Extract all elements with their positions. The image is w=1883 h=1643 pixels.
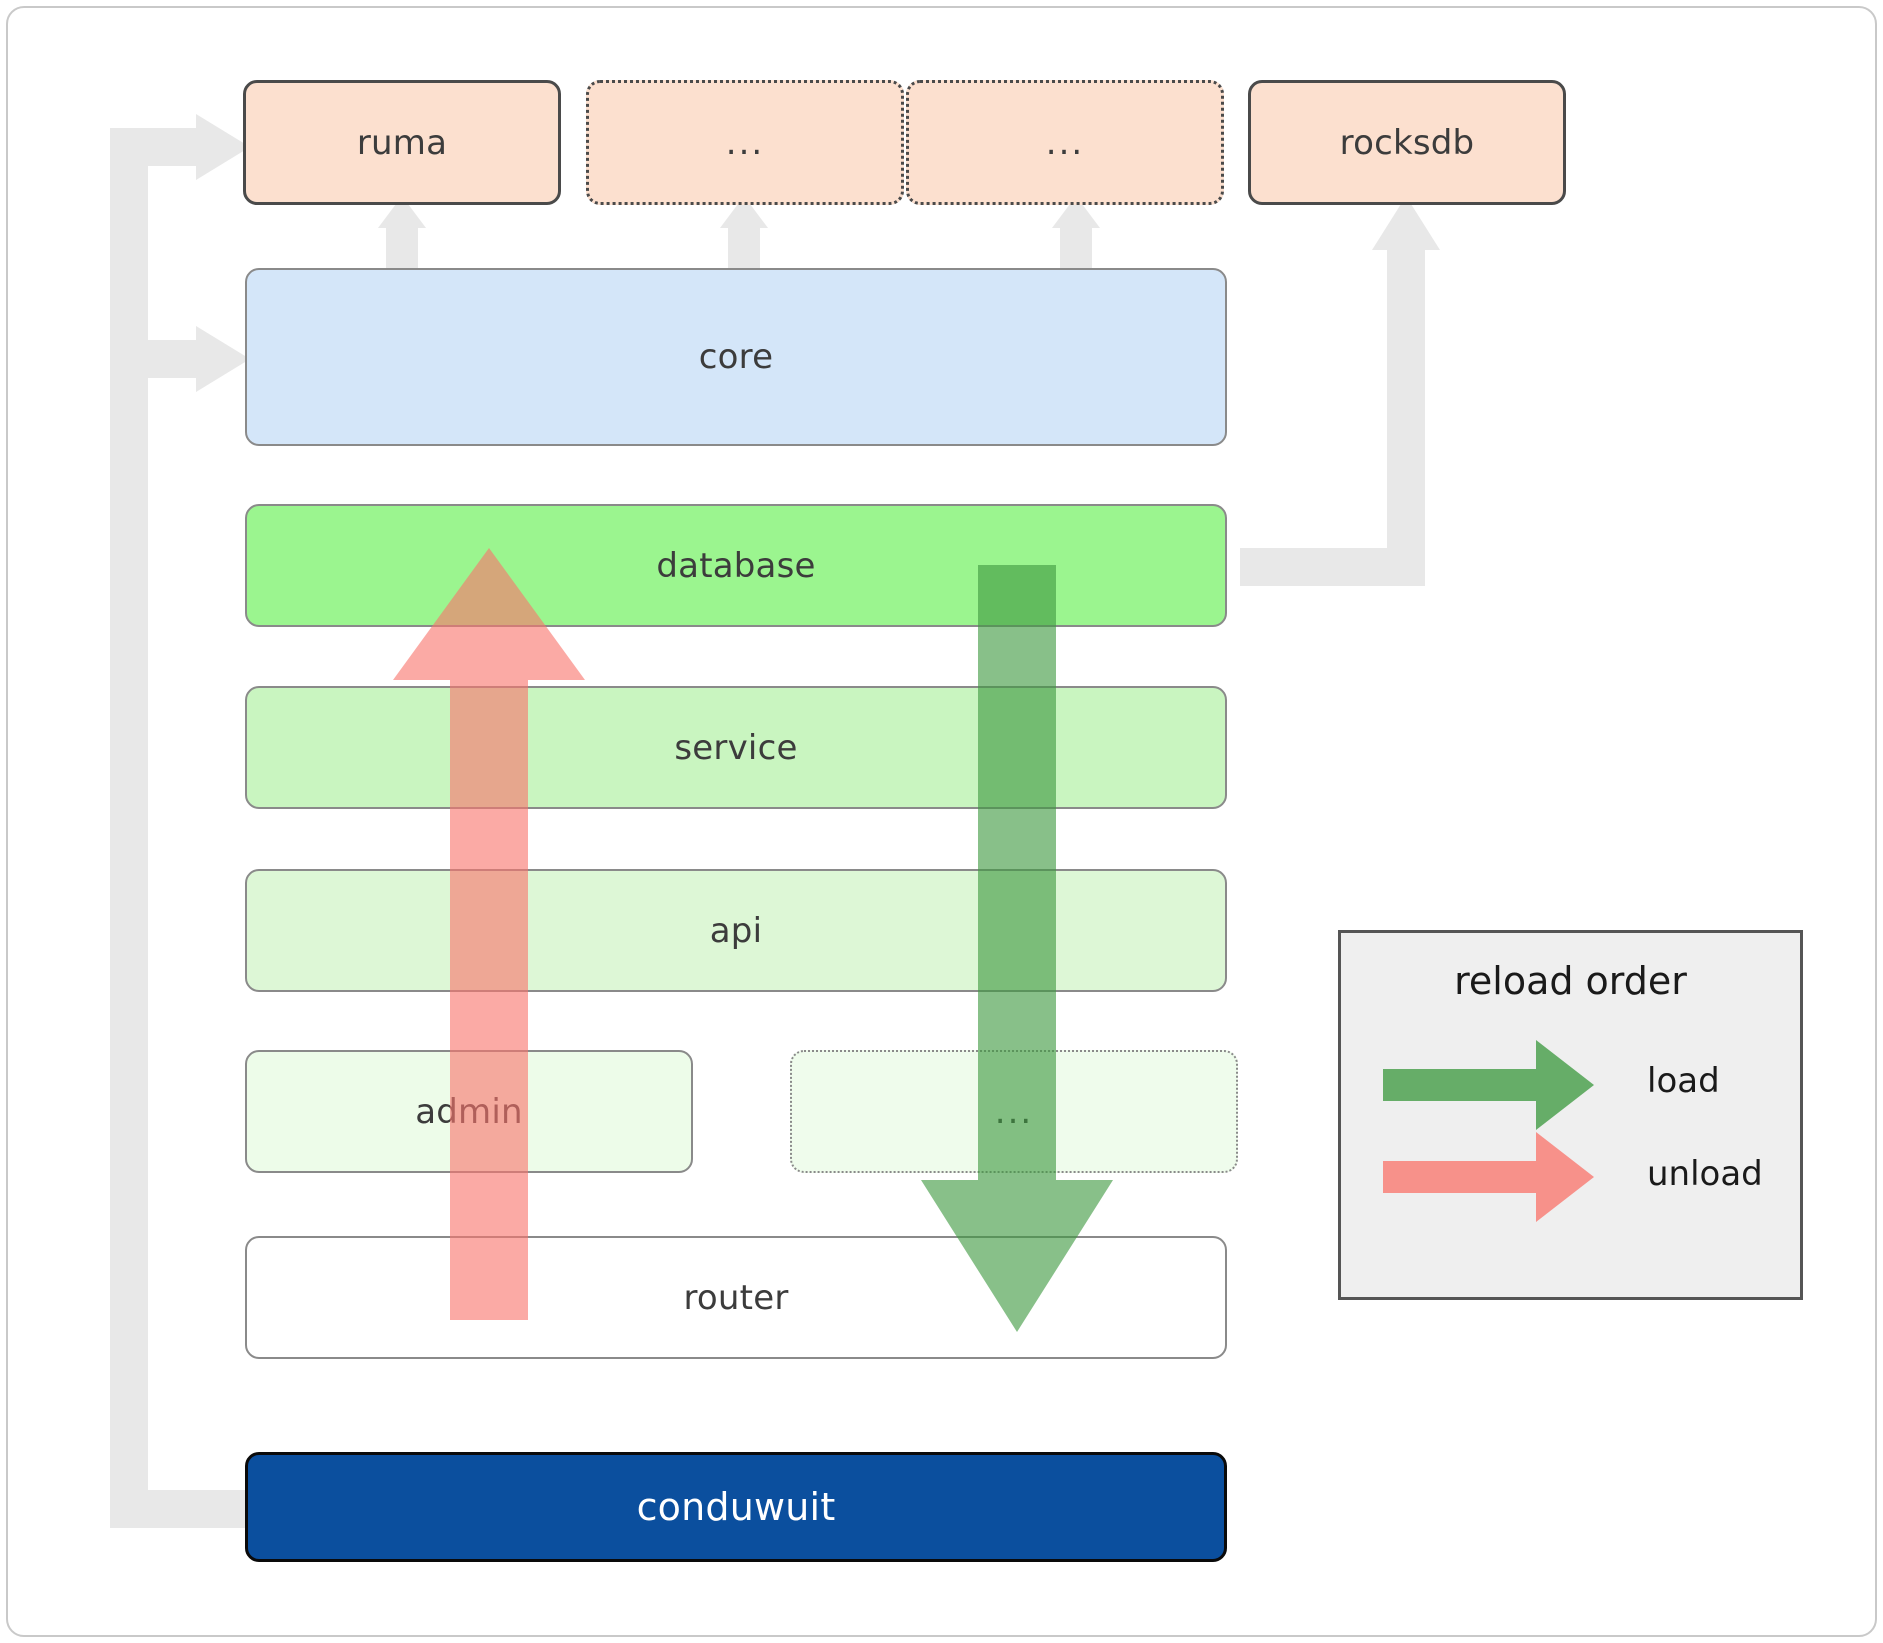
layer-label: service	[674, 727, 798, 768]
flow-arrow-core-to-placeholder-1	[720, 196, 768, 273]
layer-box-service[interactable]: service	[245, 686, 1227, 809]
layer-label: core	[698, 337, 774, 377]
dependency-box-ruma[interactable]: ruma	[243, 80, 561, 205]
dependency-label: rocksdb	[1339, 122, 1475, 163]
legend-panel: reload order load unload	[1338, 930, 1803, 1300]
unload-arrow-big	[393, 548, 585, 1320]
dependency-label: ...	[725, 122, 765, 163]
dependency-label: ...	[1045, 122, 1085, 163]
flow-arrow-core-to-ruma	[378, 196, 426, 273]
legend-label-load: load	[1647, 1061, 1720, 1101]
app-box-conduwuit[interactable]: conduwuit	[245, 1452, 1227, 1562]
legend-arrow-layer	[1383, 1040, 1594, 1222]
dependency-box-placeholder-1[interactable]: ...	[586, 80, 904, 205]
layer-box-core[interactable]: core	[245, 268, 1227, 446]
load-arrow-big	[921, 565, 1113, 1332]
flow-arrow-core-to-dependencies	[378, 196, 1100, 273]
flow-arrow-conduwuit-to-core-and-ruma	[110, 114, 250, 1528]
layer-box-api[interactable]: api	[245, 869, 1227, 992]
legend-load-arrow	[1383, 1040, 1594, 1130]
layer-label: database	[656, 545, 816, 586]
layer-box-database[interactable]: database	[245, 504, 1227, 627]
layer-label: router	[683, 1277, 789, 1318]
legend-unload-arrow	[1383, 1132, 1594, 1222]
legend-label-unload: unload	[1647, 1154, 1763, 1194]
dependency-label: ruma	[356, 122, 448, 163]
legend-title: reload order	[1454, 959, 1687, 1003]
dependency-box-rocksdb[interactable]: rocksdb	[1248, 80, 1566, 205]
dependency-box-placeholder-2[interactable]: ...	[906, 80, 1224, 205]
layer-label: api	[709, 910, 763, 951]
app-label: conduwuit	[636, 1485, 836, 1529]
flow-arrow-core-to-placeholder-2	[1052, 196, 1100, 273]
flow-arrow-database-to-rocksdb	[1240, 196, 1440, 586]
